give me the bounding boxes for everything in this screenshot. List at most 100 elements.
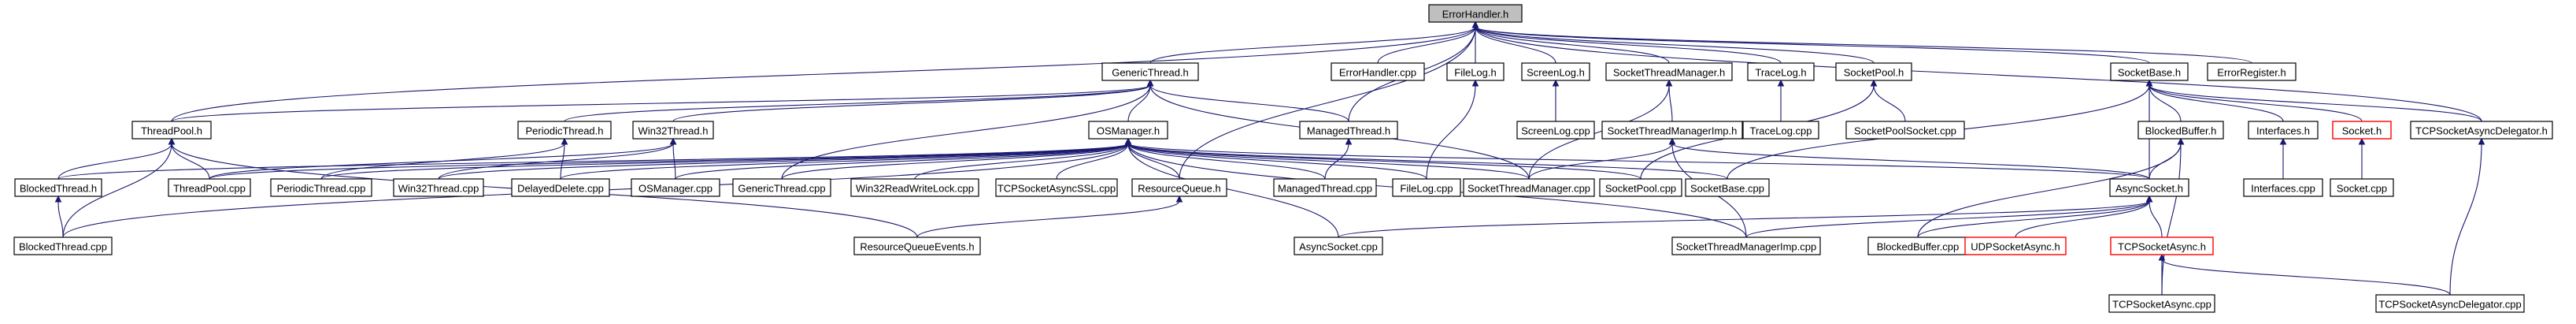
node-box-socketbase-h[interactable]: [2110, 62, 2189, 81]
node-periodicthread-cpp[interactable]: PeriodicThread.cpp: [270, 178, 372, 197]
node-socketbase-cpp[interactable]: SocketBase.cpp: [1685, 178, 1770, 197]
node-box-managedthread-cpp[interactable]: [1273, 178, 1377, 197]
node-socketbase-h[interactable]: SocketBase.h: [2110, 62, 2189, 81]
node-box-blockedbuffer-h[interactable]: [2137, 121, 2224, 140]
node-managedthread-h[interactable]: ManagedThread.h: [1299, 121, 1398, 140]
node-box-delayeddelete-cpp[interactable]: [511, 178, 610, 197]
node-delayeddelete-cpp[interactable]: DelayedDelete.cpp: [511, 178, 610, 197]
node-socketthreadmanager-cpp[interactable]: SocketThreadManager.cpp: [1463, 178, 1595, 197]
node-interfaces-cpp[interactable]: Interfaces.cpp: [2243, 178, 2323, 197]
node-box-osmanager-cpp[interactable]: [631, 178, 720, 197]
node-box-tcpsocketasync-cpp[interactable]: [2108, 294, 2215, 313]
node-threadpool-cpp[interactable]: ThreadPool.cpp: [168, 178, 251, 197]
node-tcpsocketasyncdelegator-cpp[interactable]: TCPSocketAsyncDelegator.cpp: [2375, 294, 2525, 313]
node-box-socketpool-h[interactable]: [1835, 62, 1912, 81]
node-errorhandler-cpp[interactable]: ErrorHandler.cpp: [1331, 62, 1425, 81]
node-socketthreadmanagerimp-h[interactable]: SocketThreadManagerImp.h: [1601, 121, 1743, 140]
node-win32thread-cpp[interactable]: Win32Thread.cpp: [393, 178, 484, 197]
node-box-asyncsocket-cpp[interactable]: [1294, 236, 1383, 255]
node-box-genericthread-h[interactable]: [1101, 62, 1199, 81]
node-udpsocketasync-h[interactable]: UDPSocketAsync.h: [1964, 236, 2067, 255]
node-socket-cpp[interactable]: Socket.cpp: [2330, 178, 2394, 197]
node-box-errorhandler-h[interactable]: [1428, 4, 1523, 23]
node-box-errorhandler-cpp[interactable]: [1331, 62, 1425, 81]
node-box-osmanager-h[interactable]: [1088, 121, 1168, 140]
node-periodicthread-h[interactable]: PeriodicThread.h: [517, 121, 612, 140]
node-screenlog-h[interactable]: ScreenLog.h: [1521, 62, 1590, 81]
node-box-managedthread-h[interactable]: [1299, 121, 1398, 140]
node-errorhandler-h[interactable]: ErrorHandler.h: [1428, 4, 1523, 23]
node-win32thread-h[interactable]: Win32Thread.h: [632, 121, 714, 140]
node-box-periodicthread-cpp[interactable]: [270, 178, 372, 197]
node-box-threadpool-cpp[interactable]: [168, 178, 251, 197]
node-managedthread-cpp[interactable]: ManagedThread.cpp: [1273, 178, 1377, 197]
node-box-tracelog-h[interactable]: [1747, 62, 1815, 81]
node-box-errorregister-h[interactable]: [2207, 62, 2297, 81]
node-box-screenlog-cpp[interactable]: [1516, 121, 1595, 140]
node-box-periodicthread-h[interactable]: [517, 121, 612, 140]
node-box-socketbase-cpp[interactable]: [1685, 178, 1770, 197]
node-socketpool-cpp[interactable]: SocketPool.cpp: [1599, 178, 1682, 197]
node-box-socketthreadmanagerimp-h[interactable]: [1601, 121, 1743, 140]
node-blockedbuffer-cpp[interactable]: BlockedBuffer.cpp: [1867, 236, 1968, 255]
node-threadpool-h[interactable]: ThreadPool.h: [131, 121, 212, 140]
node-box-socket-cpp[interactable]: [2330, 178, 2394, 197]
node-box-socketthreadmanager-h[interactable]: [1605, 62, 1733, 81]
node-filelog-cpp[interactable]: FileLog.cpp: [1392, 178, 1461, 197]
node-box-tcpsocketasyncssl-cpp[interactable]: [995, 178, 1118, 197]
node-resourcequeueevents-h[interactable]: ResourceQueueEvents.h: [853, 236, 981, 255]
node-box-filelog-h[interactable]: [1446, 62, 1505, 81]
node-errorregister-h[interactable]: ErrorRegister.h: [2207, 62, 2297, 81]
node-interfaces-h[interactable]: Interfaces.h: [2248, 121, 2319, 140]
node-box-genericthread-cpp[interactable]: [732, 178, 831, 197]
node-box-resourcequeueevents-h[interactable]: [853, 236, 981, 255]
node-tracelog-h[interactable]: TraceLog.h: [1747, 62, 1815, 81]
node-tcpsocketasync-h[interactable]: TCPSocketAsync.h: [2110, 236, 2214, 255]
node-box-socketthreadmanager-cpp[interactable]: [1463, 178, 1595, 197]
node-box-win32thread-h[interactable]: [632, 121, 714, 140]
node-box-tcpsocketasyncdelegator-h[interactable]: [2410, 121, 2553, 140]
node-genericthread-h[interactable]: GenericThread.h: [1101, 62, 1199, 81]
node-box-socket-h[interactable]: [2332, 121, 2392, 140]
node-box-udpsocketasync-h[interactable]: [1964, 236, 2067, 255]
node-box-win32readwritelock-cpp[interactable]: [850, 178, 979, 197]
node-tracelog-cpp[interactable]: TraceLog.cpp: [1742, 121, 1819, 140]
node-blockedbuffer-h[interactable]: BlockedBuffer.h: [2137, 121, 2224, 140]
node-box-blockedthread-cpp[interactable]: [13, 236, 113, 255]
node-socketpoolsocket-cpp[interactable]: SocketPoolSocket.cpp: [1845, 121, 1965, 140]
node-box-filelog-cpp[interactable]: [1392, 178, 1461, 197]
node-asyncsocket-h[interactable]: AsyncSocket.h: [2109, 178, 2189, 197]
node-box-asyncsocket-h[interactable]: [2109, 178, 2189, 197]
node-box-screenlog-h[interactable]: [1521, 62, 1590, 81]
node-screenlog-cpp[interactable]: ScreenLog.cpp: [1516, 121, 1595, 140]
node-box-threadpool-h[interactable]: [131, 121, 212, 140]
node-box-socketpool-cpp[interactable]: [1599, 178, 1682, 197]
node-genericthread-cpp[interactable]: GenericThread.cpp: [732, 178, 831, 197]
node-box-interfaces-h[interactable]: [2248, 121, 2319, 140]
node-box-resourcequeue-h[interactable]: [1131, 178, 1227, 197]
edge-managedthread-cpp-to-osmanager-h: [1127, 143, 1326, 180]
node-resourcequeue-h[interactable]: ResourceQueue.h: [1131, 178, 1227, 197]
node-box-interfaces-cpp[interactable]: [2243, 178, 2323, 197]
node-box-win32thread-cpp[interactable]: [393, 178, 484, 197]
node-box-socketthreadmanagerimp-cpp[interactable]: [1671, 236, 1821, 255]
node-win32readwritelock-cpp[interactable]: Win32ReadWriteLock.cpp: [850, 178, 979, 197]
node-osmanager-h[interactable]: OSManager.h: [1088, 121, 1168, 140]
node-tcpsocketasyncssl-cpp[interactable]: TCPSocketAsyncSSL.cpp: [995, 178, 1118, 197]
node-filelog-h[interactable]: FileLog.h: [1446, 62, 1505, 81]
node-socketpool-h[interactable]: SocketPool.h: [1835, 62, 1912, 81]
node-blockedthread-h[interactable]: BlockedThread.h: [14, 178, 102, 197]
node-socket-h[interactable]: Socket.h: [2332, 121, 2392, 140]
node-socketthreadmanager-h[interactable]: SocketThreadManager.h: [1605, 62, 1733, 81]
node-osmanager-cpp[interactable]: OSManager.cpp: [631, 178, 720, 197]
node-box-tcpsocketasyncdelegator-cpp[interactable]: [2375, 294, 2525, 313]
node-box-tcpsocketasync-h[interactable]: [2110, 236, 2214, 255]
node-box-socketpoolsocket-cpp[interactable]: [1845, 121, 1965, 140]
node-box-blockedthread-h[interactable]: [14, 178, 102, 197]
node-blockedthread-cpp[interactable]: BlockedThread.cpp: [13, 236, 113, 255]
node-asyncsocket-cpp[interactable]: AsyncSocket.cpp: [1294, 236, 1383, 255]
node-socketthreadmanagerimp-cpp[interactable]: SocketThreadManagerImp.cpp: [1671, 236, 1821, 255]
node-tcpsocketasync-cpp[interactable]: TCPSocketAsync.cpp: [2108, 294, 2215, 313]
node-tcpsocketasyncdelegator-h[interactable]: TCPSocketAsyncDelegator.h: [2410, 121, 2553, 140]
node-box-tracelog-cpp[interactable]: [1742, 121, 1819, 140]
